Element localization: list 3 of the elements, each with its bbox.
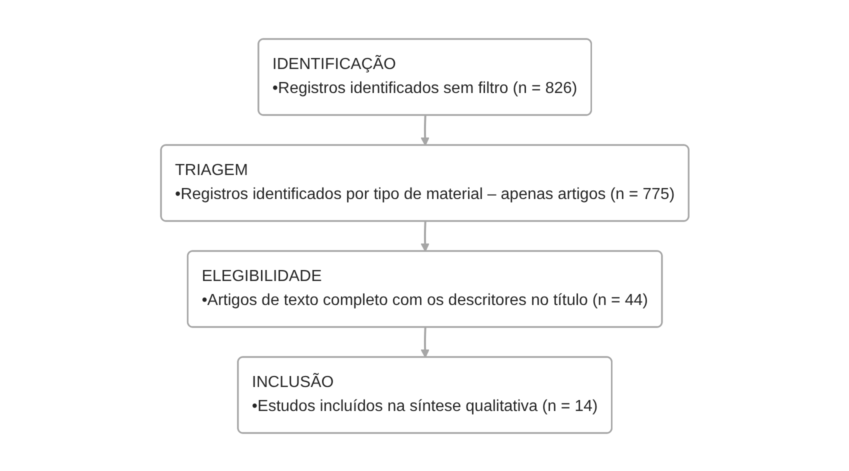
arrow — [420, 326, 430, 358]
arrow — [420, 220, 430, 252]
arrow — [420, 114, 430, 146]
